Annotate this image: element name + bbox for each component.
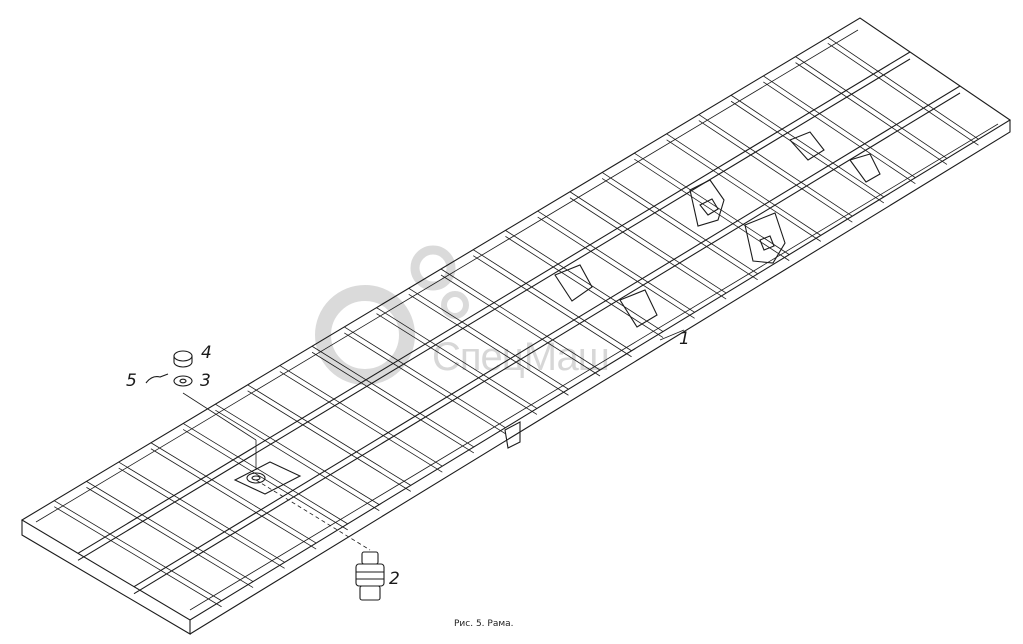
cross-beam-2 (86, 487, 254, 588)
cross-beam-23 (763, 81, 916, 185)
cross-beam-22 (730, 94, 885, 198)
cross-beam-18 (601, 172, 758, 275)
callout-3: 3 (200, 371, 211, 391)
cross-beam-4 (150, 442, 317, 544)
gear-icon (315, 245, 469, 385)
cross-beam-11 (376, 313, 538, 415)
frame-rails (20, 17, 1012, 635)
cross-beam-17 (569, 191, 727, 294)
kingpin-part (355, 551, 385, 601)
cross-beam-10 (344, 332, 506, 435)
cross-beam-12 (408, 287, 569, 390)
cross-beam-11 (376, 307, 538, 409)
cross-beam-24 (795, 62, 948, 165)
cross-beam-6 (215, 409, 380, 511)
cross-beam-1 (54, 500, 222, 602)
cross-beam-4 (150, 448, 317, 550)
cross-beam-1 (54, 506, 222, 608)
cross-beam-6 (215, 403, 380, 505)
cross-beam-15 (505, 230, 664, 332)
cross-beam-9 (311, 351, 475, 454)
cross-beam-24 (795, 56, 948, 159)
cross-beam-19 (634, 152, 790, 255)
cross-beam-25 (827, 42, 979, 146)
cross-beam-9 (311, 345, 475, 448)
cross-beam-3 (118, 461, 285, 563)
cross-beam-23 (763, 75, 916, 179)
callout-5: 5 (126, 371, 137, 391)
cross-beam-21 (698, 120, 853, 223)
longitudinal-beam-2 (133, 92, 961, 595)
cross-beam-5 (182, 429, 348, 531)
fastener-parts (145, 350, 193, 387)
kingpin-plate (233, 461, 302, 495)
cross-beam-13 (440, 274, 601, 377)
callout-labels: 1 2 3 4 5 (126, 329, 690, 589)
cross-beam-2 (86, 481, 254, 582)
cross-beam-17 (569, 197, 727, 300)
cross-beam-20 (666, 133, 821, 236)
callout-1: 1 (679, 329, 690, 349)
watermark-text: СпецМаш (432, 335, 609, 379)
callout-4: 4 (201, 343, 212, 363)
cross-beam-21 (698, 114, 853, 217)
cross-beam-20 (666, 139, 821, 242)
cross-members (54, 36, 979, 608)
cross-beam-7 (247, 390, 411, 492)
cross-beam-19 (634, 158, 790, 261)
cross-beam-12 (408, 293, 569, 396)
cross-beam-16 (537, 216, 695, 319)
cross-beam-14 (473, 255, 632, 358)
cross-beam-14 (473, 249, 632, 352)
cross-beam-8 (279, 365, 443, 467)
cross-beam-10 (344, 326, 506, 429)
longitudinal-beam-1 (77, 58, 911, 561)
leader-lines (182, 329, 685, 551)
cross-beam-16 (537, 210, 695, 313)
cross-beam-13 (440, 268, 601, 371)
cross-beam-18 (601, 178, 758, 281)
figure-caption: Рис. 5. Рама. (454, 619, 514, 629)
cross-beam-3 (118, 467, 285, 569)
callout-2: 2 (389, 569, 400, 589)
suspension-brackets (504, 131, 881, 449)
cross-beam-25 (827, 36, 979, 140)
longitudinal-members (77, 51, 961, 595)
cross-beam-8 (279, 371, 443, 473)
cross-beam-7 (247, 384, 411, 486)
cross-beam-22 (730, 100, 885, 204)
cross-beam-5 (182, 423, 348, 525)
cross-beam-15 (505, 236, 664, 338)
